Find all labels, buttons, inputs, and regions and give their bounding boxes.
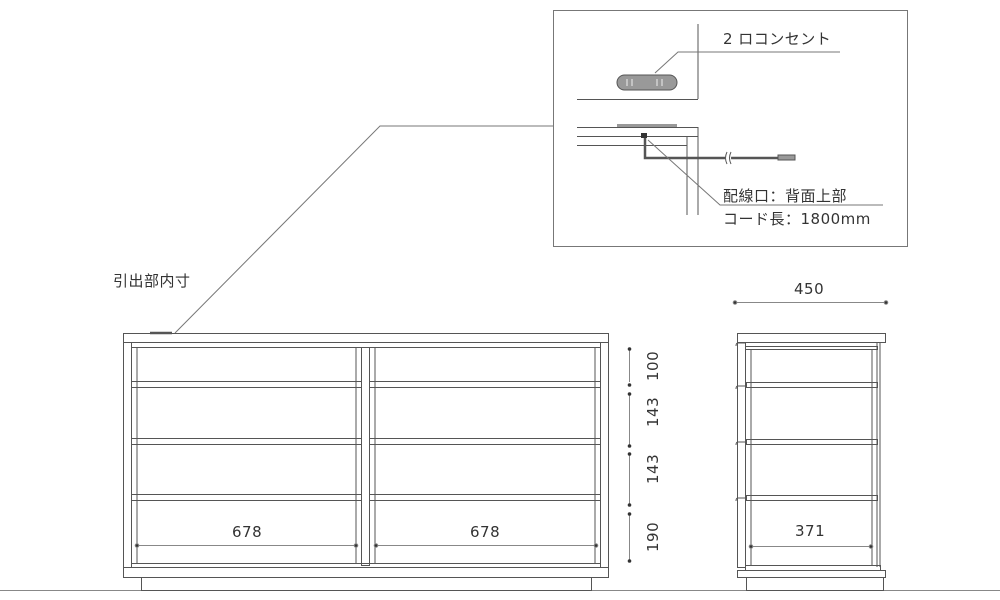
height-label-2: 143 — [644, 396, 662, 427]
front-view — [123, 331, 609, 591]
height-label-1: 100 — [644, 350, 662, 381]
height-label-3: 143 — [644, 453, 662, 484]
width-right-label: 678 — [470, 523, 501, 541]
height-label-4: 190 — [644, 521, 662, 552]
cord-length-label: コード長：1800mm — [723, 210, 871, 228]
drawer-inner-label: 引出部内寸 — [113, 272, 191, 290]
width-left-label: 678 — [232, 523, 263, 541]
wiring-label: 配線口：背面上部 — [723, 187, 848, 205]
inset-box — [553, 10, 908, 247]
side-view — [735, 333, 886, 591]
inset-leader — [174, 125, 553, 334]
cord — [643, 138, 778, 160]
outlet-icon — [616, 74, 678, 91]
inner-depth-label: 371 — [795, 522, 826, 540]
plug-icon — [777, 154, 796, 161]
depth-label: 450 — [794, 280, 825, 298]
outlet-label: 2 ロコンセント — [723, 30, 832, 48]
